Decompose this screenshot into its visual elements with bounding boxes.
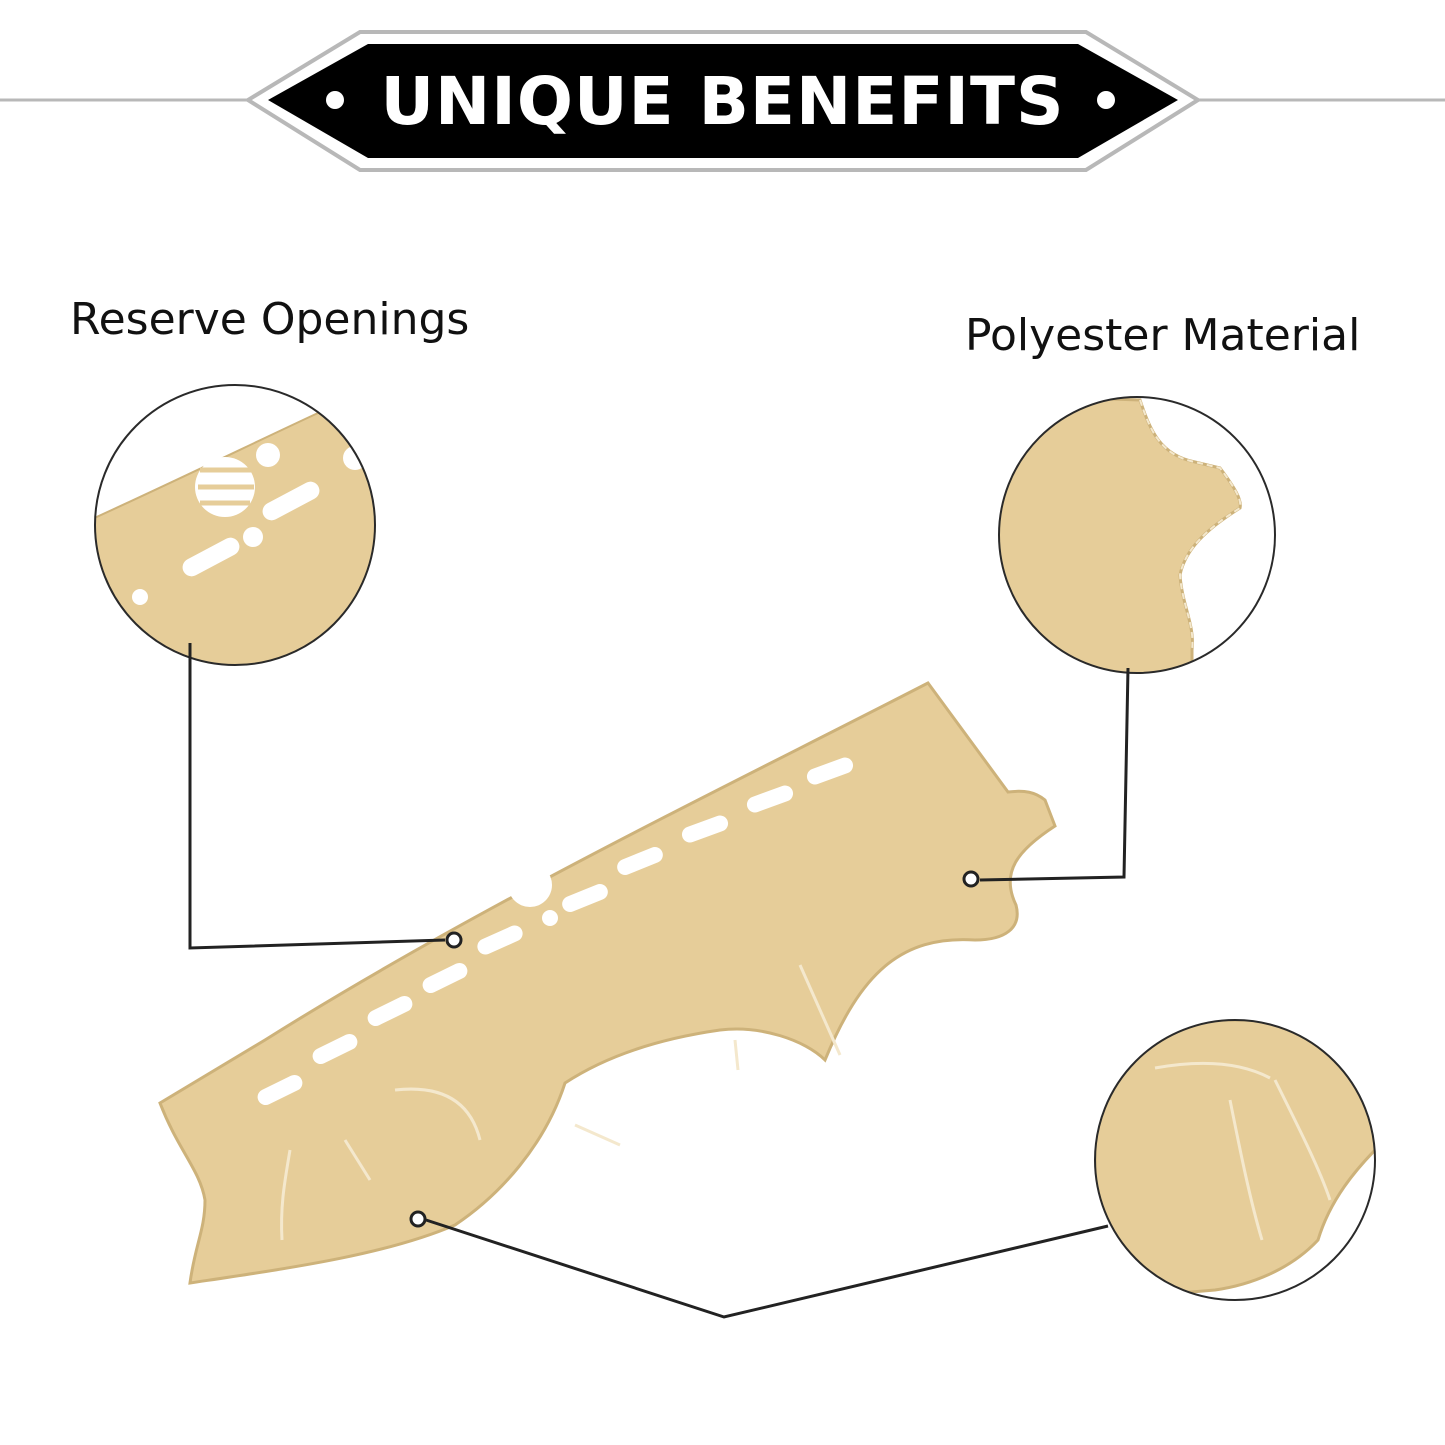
leader-line-stitching — [425, 1218, 1109, 1319]
callout-marker-stitching-icon — [409, 1210, 427, 1228]
stitch-line — [394, 1087, 482, 1141]
zoom-circle-material — [999, 397, 1275, 673]
callout-marker-openings-icon — [445, 931, 463, 949]
leader-line-material — [979, 667, 1130, 882]
polyester-material-label: Polyester Material — [965, 310, 1361, 361]
dashboard-mat — [158, 681, 1057, 1285]
reserve-openings-label: Reserve Openings — [70, 294, 470, 345]
banner-title: UNIQUE BENEFITS — [380, 63, 1065, 140]
zoom-lens-stitching — [1094, 1019, 1376, 1301]
stitch-line — [798, 964, 842, 1056]
banner-plate — [268, 44, 1178, 158]
banner-bullet-right-icon — [1097, 91, 1115, 109]
stitch-line — [733, 1039, 740, 1071]
zoom-lens-material — [998, 396, 1276, 674]
zoom-circle-openings — [95, 385, 375, 665]
leader-line-openings — [188, 643, 446, 950]
stitch-line — [574, 1123, 621, 1147]
zoom-circle-stitching — [1095, 1020, 1375, 1300]
stitch-line — [343, 1139, 372, 1181]
zoom-lens-openings — [94, 384, 376, 666]
stitch-line — [280, 1149, 292, 1241]
dashboard-mat-body — [158, 681, 1057, 1285]
callout-marker-material-icon — [962, 870, 980, 888]
vent-openings — [257, 757, 854, 1106]
banner-bullet-left-icon — [326, 91, 344, 109]
